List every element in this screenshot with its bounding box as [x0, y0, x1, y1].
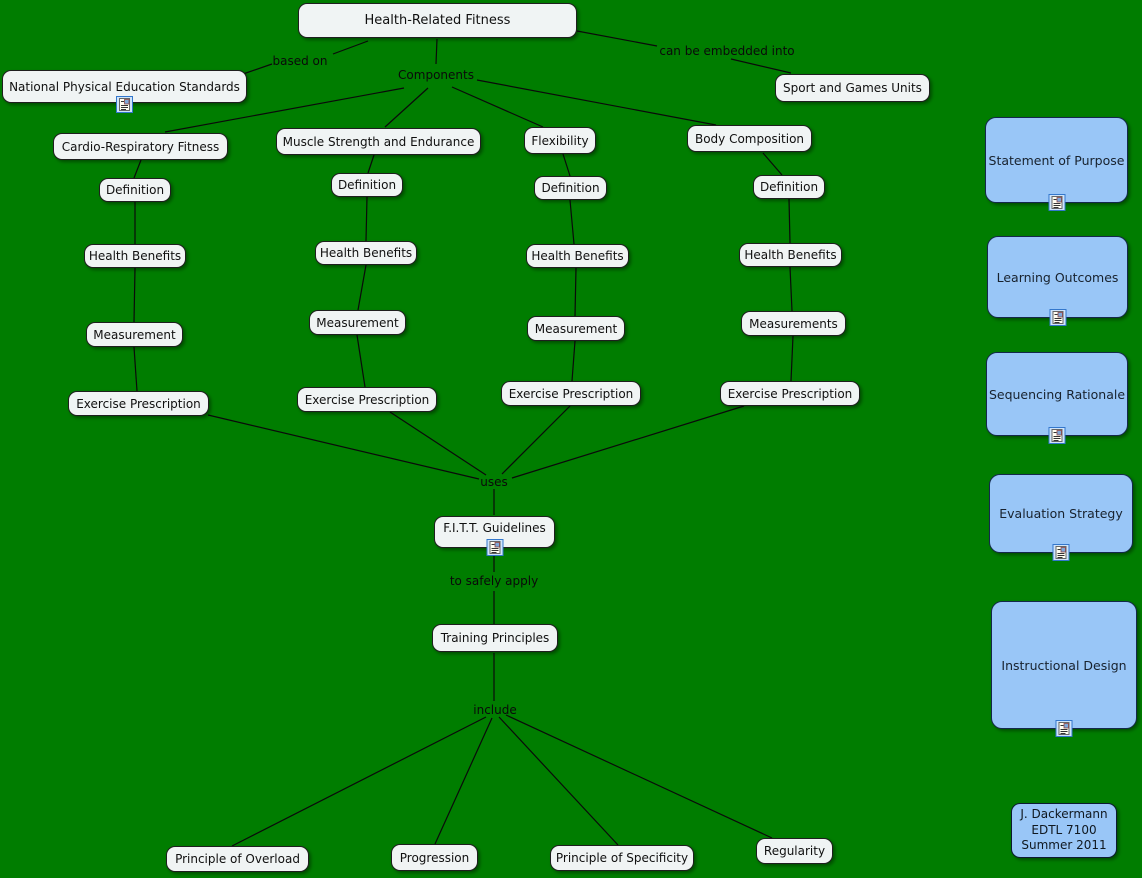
concept-flexibility[interactable]: Flexibility — [524, 127, 596, 154]
linking-phrase-include[interactable]: include — [473, 703, 517, 717]
document-resource-icon[interactable] — [1049, 309, 1066, 326]
concept-measurement[interactable]: Measurement — [527, 316, 625, 341]
concept-measurements[interactable]: Measurements — [741, 311, 846, 336]
design-node-instructional-design[interactable]: Instructional Design — [991, 601, 1137, 737]
fitt-guidelines-label: F.I.T.T. Guidelines — [443, 521, 546, 535]
concept-health-related-fitness[interactable]: Health-Related Fitness — [298, 3, 577, 38]
design-node-label: Sequencing Rationale — [988, 386, 1126, 402]
concept-regularity[interactable]: Regularity — [756, 838, 833, 864]
concept-training-principles[interactable]: Training Principles — [432, 624, 558, 652]
document-resource-icon[interactable] — [116, 96, 133, 113]
design-node-sequencing-rationale[interactable]: Sequencing Rationale — [986, 352, 1128, 444]
concept-sport-and-games-units[interactable]: Sport and Games Units — [775, 74, 930, 102]
concept-exercise-prescription[interactable]: Exercise Prescription — [297, 387, 437, 412]
concept-progression[interactable]: Progression — [391, 844, 478, 871]
design-node-evaluation-strategy[interactable]: Evaluation Strategy — [989, 474, 1133, 561]
concept-muscle-strength-and-endurance[interactable]: Muscle Strength and Endurance — [276, 128, 481, 155]
linking-phrase-components[interactable]: Components — [398, 68, 474, 82]
document-resource-icon[interactable] — [1055, 720, 1073, 737]
concept-body-composition[interactable]: Body Composition — [687, 125, 812, 152]
concept-exercise-prescription[interactable]: Exercise Prescription — [720, 381, 860, 406]
credit-node[interactable]: J. Dackermann EDTL 7100 Summer 2011 — [1011, 803, 1117, 858]
linking-phrase-can-be-embedded-into[interactable]: can be embedded into — [659, 44, 795, 58]
linking-phrase-uses[interactable]: uses — [480, 475, 508, 489]
design-node-label: Statement of Purpose — [988, 152, 1125, 168]
design-node-statement-of-purpose[interactable]: Statement of Purpose — [985, 117, 1128, 211]
concept-exercise-prescription[interactable]: Exercise Prescription — [68, 391, 209, 416]
concept-health-benefits[interactable]: Health Benefits — [526, 244, 629, 268]
document-resource-icon[interactable] — [1052, 544, 1070, 561]
concept-exercise-prescription[interactable]: Exercise Prescription — [501, 381, 641, 406]
concept-measurement[interactable]: Measurement — [86, 322, 183, 347]
concept-principle-of-overload[interactable]: Principle of Overload — [166, 846, 309, 872]
document-resource-icon[interactable] — [486, 539, 503, 556]
concept-definition[interactable]: Definition — [331, 173, 403, 197]
design-node-label: Instructional Design — [1001, 657, 1127, 673]
concept-health-benefits[interactable]: Health Benefits — [739, 243, 842, 267]
concept-definition[interactable]: Definition — [534, 176, 607, 200]
credit-line-author: J. Dackermann — [1020, 807, 1108, 822]
concept-health-benefits[interactable]: Health Benefits — [84, 244, 186, 268]
concept-health-benefits[interactable]: Health Benefits — [315, 241, 417, 265]
credit-line-course: EDTL 7100 — [1031, 822, 1097, 837]
concept-definition[interactable]: Definition — [99, 178, 171, 202]
concept-measurement[interactable]: Measurement — [309, 310, 406, 335]
design-node-label: Evaluation Strategy — [999, 506, 1123, 521]
credit-line-term: Summer 2011 — [1021, 838, 1107, 853]
concept-principle-of-specificity[interactable]: Principle of Specificity — [550, 845, 694, 871]
design-node-learning-outcomes[interactable]: Learning Outcomes — [987, 236, 1128, 326]
document-resource-icon[interactable] — [1048, 427, 1066, 444]
concept-cardio-respiratory-fitness[interactable]: Cardio-Respiratory Fitness — [53, 133, 228, 160]
design-node-label: Learning Outcomes — [996, 269, 1119, 285]
concept-definition[interactable]: Definition — [753, 175, 825, 199]
linking-phrase-to-safely-apply[interactable]: to safely apply — [449, 574, 539, 588]
linking-phrase-based-on[interactable]: based on — [272, 54, 328, 68]
document-resource-icon[interactable] — [1048, 194, 1065, 211]
concept-fitt-guidelines[interactable]: F.I.T.T. Guidelines — [434, 516, 555, 556]
